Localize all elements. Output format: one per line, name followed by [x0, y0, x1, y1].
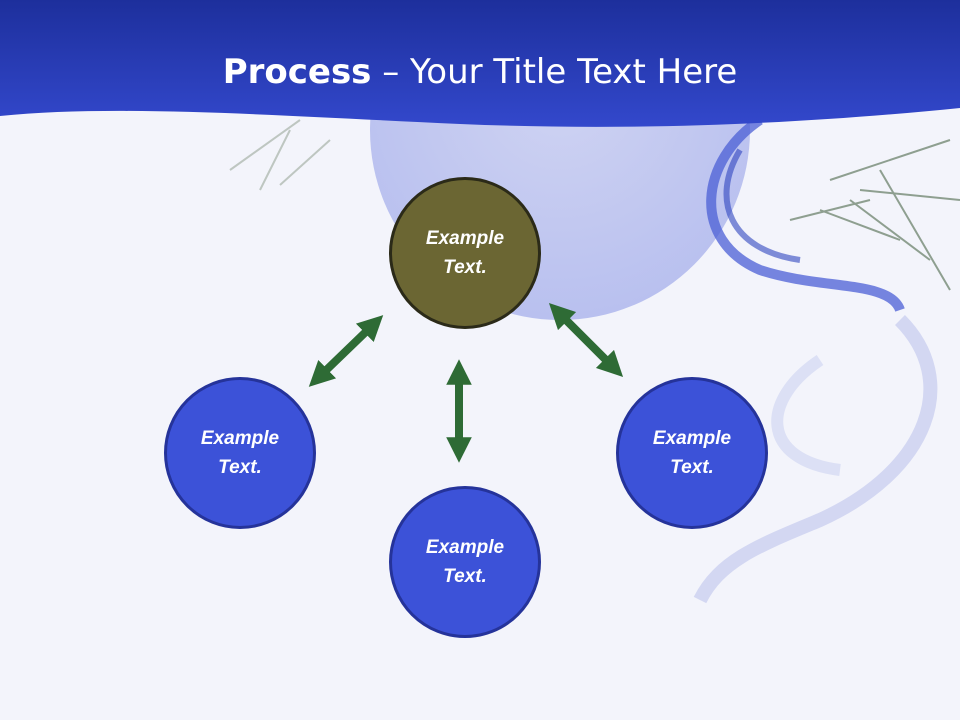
arrow-right — [548, 302, 624, 378]
title-rest: – Your Title Text Here — [371, 52, 738, 92]
node-left: Example Text. — [164, 377, 316, 529]
header-band — [0, 0, 960, 127]
ribbon-decoration — [706, 115, 905, 313]
arrow-left — [308, 315, 384, 387]
title-bold: Process — [222, 52, 372, 92]
node-right-label: Example Text. — [652, 428, 732, 478]
node-right: Example Text. — [616, 377, 768, 529]
node-left-label: Example Text. — [200, 428, 280, 478]
slide-title: Process – Your Title Text Here — [0, 52, 960, 92]
pine-branch-decoration — [789, 139, 960, 291]
node-bottom: Example Text. — [389, 486, 541, 638]
node-center: Example Text. — [389, 177, 541, 329]
node-bottom-label: Example Text. — [425, 537, 505, 587]
node-center-label: Example Text. — [425, 228, 505, 278]
